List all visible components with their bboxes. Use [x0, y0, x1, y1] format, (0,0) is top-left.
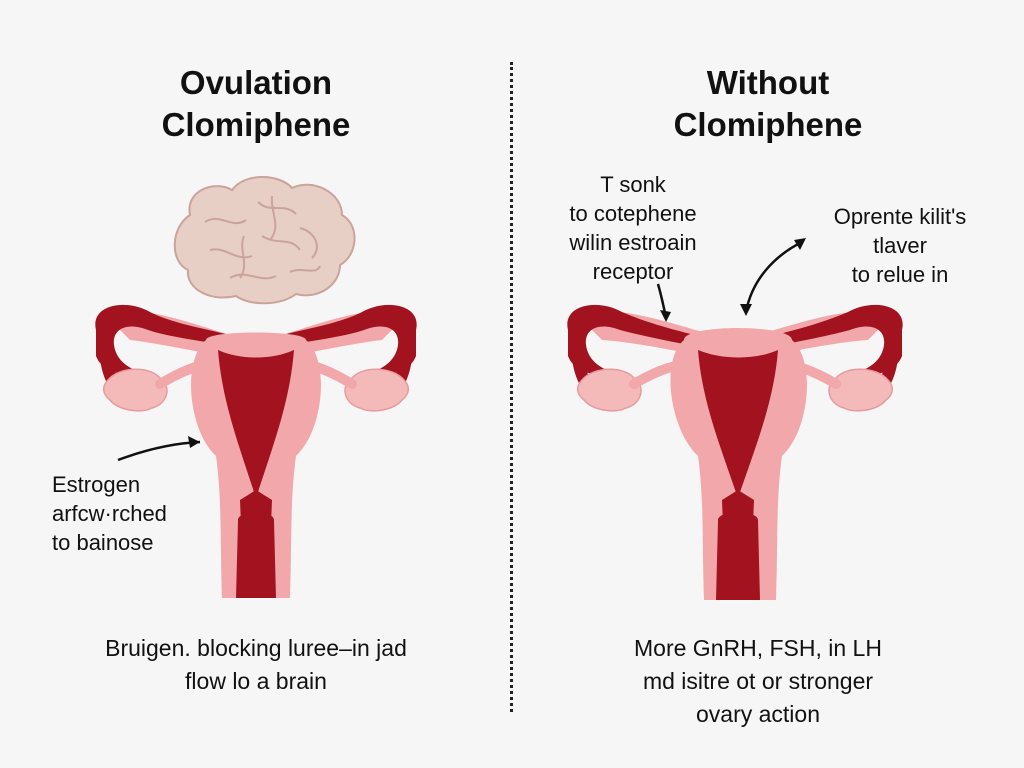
left-annotation-line-1: Estrogen — [52, 472, 141, 497]
right-title: Without Clomiphene — [512, 62, 1024, 146]
uterus-icon — [95, 304, 417, 598]
right-annotation-right-line-1: Oprente kilit's — [833, 204, 967, 229]
right-annotation-left-line-1: T sonk — [600, 172, 666, 197]
left-title-line-1: Ovulation — [179, 64, 333, 101]
left-title: Ovulation Clomiphene — [0, 62, 512, 146]
left-caption: Bruigen. blocking luree–in jad flow lo a… — [0, 632, 512, 698]
arrow-icon — [740, 238, 806, 316]
arrow-icon — [656, 283, 671, 322]
brain-icon — [173, 176, 356, 305]
right-title-line-2: Clomiphene — [673, 106, 863, 143]
left-illustration — [95, 176, 417, 598]
right-panel: Without Clomiphene — [512, 0, 1024, 768]
right-caption-line-2: md isitre ot or stronger — [642, 668, 874, 694]
right-annotation-left-line-4: receptor — [592, 259, 674, 284]
right-caption-line-1: More GnRH, FSH, in LH — [634, 635, 882, 661]
right-illustration — [567, 238, 903, 600]
right-caption-line-3: ovary action — [695, 701, 820, 727]
left-annotation-line-3: to bainose — [52, 530, 154, 555]
arrow-icon — [117, 436, 201, 462]
right-annotation-left-line-3: wilin estroain — [569, 230, 697, 255]
left-caption-line-2: flow lo a brain — [185, 668, 327, 694]
left-annotation: Estrogen arfcw·rched to bainose — [52, 470, 167, 557]
right-annotation-right-line-3: to relue in — [851, 262, 949, 287]
left-title-line-2: Clomiphene — [161, 106, 351, 143]
right-title-line-1: Without — [706, 64, 830, 101]
right-annotation-right-line-2: tlaver — [873, 233, 927, 258]
right-annotation-right: Oprente kilit's tlaver to relue in — [808, 202, 992, 289]
left-annotation-line-2: arfcw·rched — [52, 501, 167, 526]
uterus-icon — [567, 304, 903, 600]
right-caption: More GnRH, FSH, in LH md isitre ot or st… — [502, 632, 1014, 731]
left-caption-line-1: Bruigen. blocking luree–in jad — [105, 635, 407, 661]
right-annotation-left-line-2: to cotephene — [569, 201, 697, 226]
panel-divider — [510, 62, 513, 712]
right-annotation-left: T sonk to cotephene wilin estroain recep… — [548, 170, 718, 286]
left-panel: Ovulation Clomiphene — [0, 62, 512, 698]
